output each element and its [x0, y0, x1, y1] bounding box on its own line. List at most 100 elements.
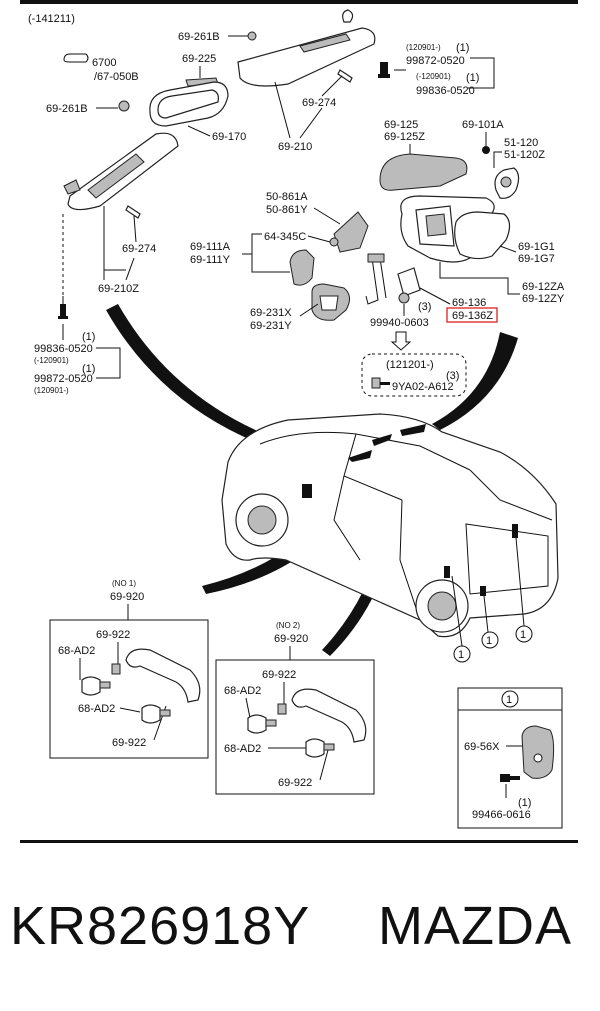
rearview-mirror [149, 81, 229, 127]
label-visor-r-bracket: 69-274 [302, 97, 336, 109]
leader-curve-right [432, 332, 518, 430]
top-border [20, 0, 578, 4]
assist-grip-no1 [81, 648, 201, 724]
label-bolt-qty: (3) [418, 301, 431, 313]
trim-part [289, 249, 315, 286]
label-harness-2: 69-136Z [452, 310, 493, 322]
bolt-icon [398, 292, 410, 304]
assist-grip-no2-box [215, 659, 375, 795]
callout-circle-2 [481, 631, 499, 649]
label-screw-r-part2: 99836-0520 [416, 85, 475, 97]
label-clip: 64-345C [264, 231, 306, 243]
inset-box [457, 687, 563, 829]
label-screw-l-date2: (120901-) [34, 386, 69, 395]
label-newbolt-date: (121201-) [386, 359, 434, 371]
parts-diagram: (-141211) 69-261B 69-274 69-210 (120901-… [20, 0, 578, 843]
callout-circle-3 [515, 625, 533, 643]
label-mirror-cap-1: 69-125 [384, 119, 418, 131]
label-newbolt-qty: (3) [446, 370, 459, 382]
label-screw-r-date2: (-120901) [416, 72, 451, 81]
label-mirror-nut: 69-101A [462, 119, 504, 131]
inset-callout-circle [501, 690, 519, 708]
label-mirror-motor-1: 51-120 [504, 137, 538, 149]
label-visor-clip-left: 69-261B [46, 103, 88, 115]
garnish-part [333, 211, 369, 253]
label-no1-bolt-a: 68-AD2 [58, 645, 95, 657]
label-no2-bolt-b: 68-AD2 [224, 743, 261, 755]
label-visor-l: 69-210Z [98, 283, 139, 295]
visor-clip-top-icon [247, 31, 257, 41]
label-trim-2: 69-111Y [190, 254, 231, 266]
label-harness-1: 69-136 [452, 297, 486, 309]
label-mirror-cover: 69-225 [182, 53, 216, 65]
newbolt-icon [371, 377, 390, 389]
label-no1-tag: (NO 1) [112, 579, 136, 588]
label-visor-r: 69-210 [278, 141, 312, 153]
label-glass-2: 69-1G7 [518, 253, 555, 265]
mirror-cap-part [379, 153, 468, 191]
sun-visor-right [237, 9, 376, 87]
harness-part [365, 253, 387, 305]
label-screw-l-qty2: (1) [82, 363, 95, 375]
label-no2-bolt-a: 68-AD2 [224, 685, 261, 697]
visor-clip-left-icon [118, 100, 130, 112]
label-no1-bolt-b: 68-AD2 [78, 703, 115, 715]
label-trim-1: 69-111A [190, 241, 231, 253]
mirror-motor-part [494, 167, 520, 199]
label-mirror-asm-2: 69-12ZY [522, 293, 565, 305]
callout-2: 1 [486, 635, 492, 647]
label-screw-l-qty1: (1) [82, 331, 95, 343]
inset-cover-part [521, 725, 555, 779]
nut-icon [482, 146, 490, 154]
label-newbolt-part: 9YA02-A612 [392, 381, 454, 393]
label-garnish-1: 50-861A [266, 191, 308, 203]
screw-left-icon [58, 304, 68, 319]
footer: KR826918Y MAZDA [0, 895, 600, 975]
label-no2-cap-b: 69-922 [278, 777, 312, 789]
label-inset-part: 99466-0616 [472, 809, 531, 821]
label-mirror-asm-1: 69-12ZA [522, 281, 565, 293]
vehicle-illustration [221, 413, 559, 638]
callout-3: 1 [520, 629, 526, 641]
date-code: (-141211) [28, 13, 75, 25]
label-inset-cover: 69-56X [464, 741, 500, 753]
label-bolt-part: 99940-0603 [370, 317, 429, 329]
label-visor-l-bracket: 69-274 [122, 243, 156, 255]
highlight-box [446, 307, 498, 323]
label-screw-l-date1: (-120901) [34, 356, 69, 365]
label-no2-cap-a: 69-922 [262, 669, 296, 681]
sun-visor-left [63, 132, 179, 219]
label-screw-l-part2: 99872-0520 [34, 373, 93, 385]
inset-screw-icon [500, 774, 520, 782]
label-no1-cap-a: 69-922 [96, 629, 130, 641]
label-no1-cap-b: 69-922 [112, 737, 146, 749]
label-inset-qty: (1) [518, 797, 531, 809]
label-mirror: 69-170 [212, 131, 246, 143]
callout-circle-1 [453, 645, 471, 663]
screw-icon [378, 62, 390, 78]
label-screw-r-qty2: (1) [466, 72, 479, 84]
label-screw-r-qty1: (1) [456, 42, 469, 54]
label-handle-1: 69-231X [250, 307, 292, 319]
label-screw-r-part1: 99872-0520 [406, 55, 465, 67]
inset-callout: 1 [506, 694, 512, 706]
label-garnish-2: 50-861Y [266, 204, 308, 216]
reference-hand-icon [63, 53, 89, 63]
part-number: KR826918Y [10, 896, 311, 956]
label-handle-2: 69-231Y [250, 320, 292, 332]
label-no2-part: 69-920 [274, 633, 308, 645]
label-mirror-motor-2: 51-120Z [504, 149, 545, 161]
label-glass-1: 69-1G1 [518, 241, 555, 253]
label-mirror-ref: 6700 [92, 57, 116, 69]
newbolt-group [361, 353, 467, 397]
assist-grip-no1-box [49, 619, 209, 759]
label-screw-r-date1: (120901-) [406, 43, 441, 52]
label-mirror-cap-2: 69-125Z [384, 131, 425, 143]
assist-grip-no2 [247, 688, 367, 758]
label-mirror-ref-sub: /67-050B [94, 71, 139, 83]
arrow-down-icon [390, 331, 412, 351]
brand-name: MAZDA [378, 896, 572, 956]
mirror-glass-part [454, 211, 511, 260]
bottom-border [20, 840, 578, 843]
callout-1: 1 [458, 649, 464, 661]
